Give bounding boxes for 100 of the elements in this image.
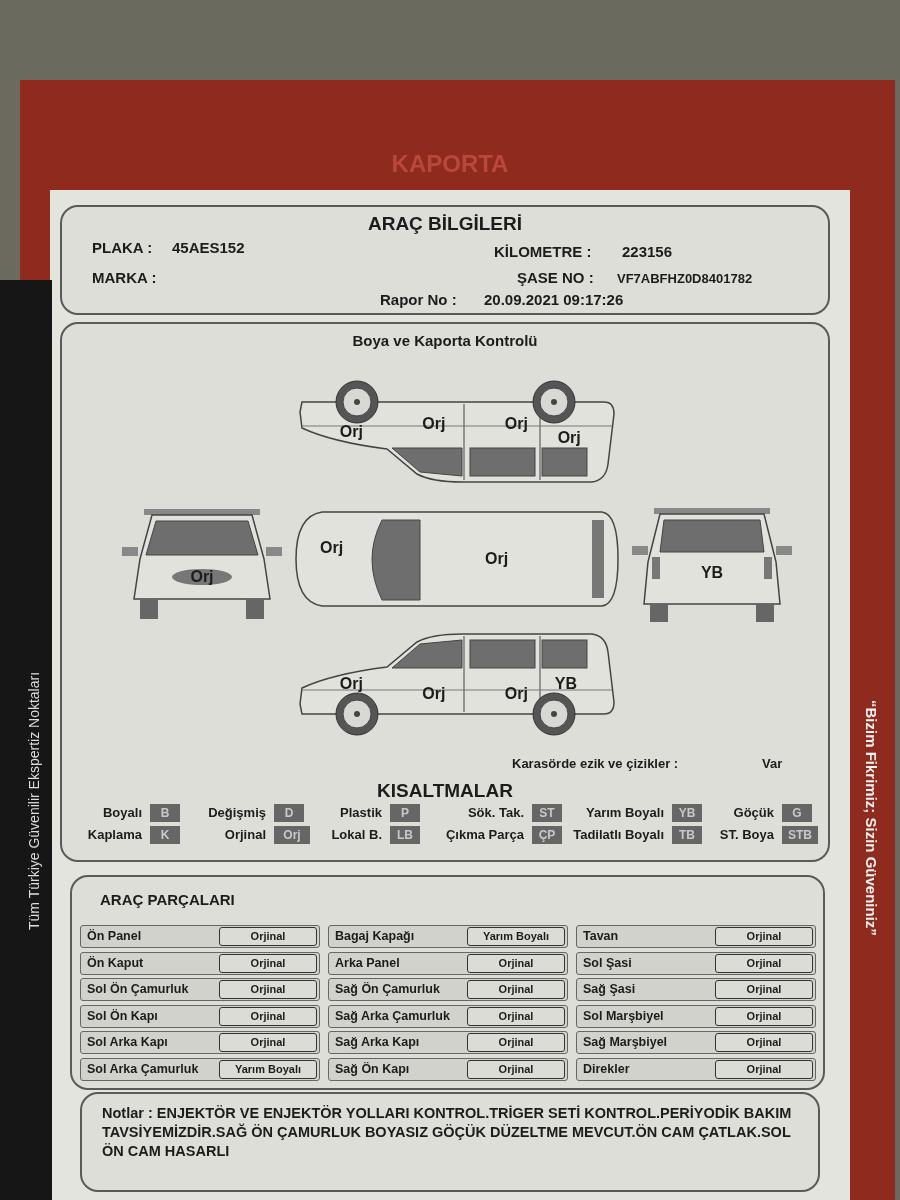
part-row (576, 1057, 816, 1081)
part-row (328, 951, 568, 975)
part-status: Orjinal (715, 1006, 813, 1026)
part-row (80, 1057, 320, 1081)
part-name: Sağ Marşbiyel (583, 1035, 668, 1049)
field-label: MARKA : (92, 269, 157, 286)
part-row (80, 1004, 320, 1028)
status-code: Orj (504, 414, 528, 433)
part-status: Yarım Boyalı (467, 927, 565, 946)
part-status: Orjinal (715, 1033, 813, 1052)
remark-value: Var (762, 756, 783, 771)
part-name: Direkler (583, 1061, 630, 1076)
info-panel (60, 205, 830, 315)
part-status: Orjinal (715, 953, 813, 973)
field-value: 20.09.2021 09:17:26 (484, 291, 624, 308)
part-row (80, 925, 320, 948)
field-value: 45AES152 (172, 239, 245, 256)
part-status: Orjinal (219, 1033, 317, 1052)
status-code: Orj (485, 550, 509, 568)
abbreviation-label: Değişmiş (208, 805, 266, 820)
abbreviation-label: Yarım Boyalı (585, 805, 664, 820)
abbreviation-swatch: TB (672, 826, 702, 844)
abbreviation-label: Kaplama (87, 827, 142, 842)
abbreviation-label: Sök. Tak. (467, 805, 524, 820)
status-code: Orj (190, 567, 214, 586)
part-status: Orjinal (219, 953, 317, 973)
part-status: Yarım Boyalı (219, 1059, 317, 1079)
abbreviation-label: Plastik (340, 805, 382, 820)
abbreviation-swatch: B (150, 804, 180, 822)
part-status: Orjinal (467, 1006, 565, 1026)
status-code: YB (700, 563, 724, 582)
part-name: Tavan (583, 929, 619, 943)
inspection-panel (60, 322, 830, 862)
part-row (80, 1031, 320, 1054)
part-name: Sağ Arka Çamurluk (335, 1008, 450, 1023)
field-value: 223156 (622, 243, 673, 260)
part-row (80, 951, 320, 975)
part-row (328, 1031, 568, 1054)
abbreviation-label: Boyalı (103, 805, 142, 820)
part-name: Sol Ön Kapı (87, 1008, 158, 1023)
part-status: Orjinal (219, 1006, 317, 1026)
abbreviation-label: Göçük (733, 805, 774, 820)
part-row (576, 978, 816, 1001)
status-code: YB (554, 675, 577, 694)
part-name: Sağ Ön Çamurluk (335, 982, 440, 996)
part-row (328, 1057, 568, 1081)
part-status: Orjinal (715, 980, 813, 999)
abbreviation-swatch: ÇP (532, 826, 562, 844)
part-row (328, 1004, 568, 1028)
section-heading: KISALTMALAR (377, 780, 513, 802)
abbreviation-swatch: K (150, 826, 180, 844)
abbreviation-swatch: Orj (274, 826, 310, 844)
abbreviation-label: ST. Boya (719, 827, 774, 842)
status-code: Orj (422, 414, 446, 433)
abbreviation-swatch: D (274, 804, 304, 822)
abbreviation-swatch: G (782, 804, 812, 822)
part-status: Orjinal (219, 927, 317, 946)
part-row (328, 925, 568, 948)
part-name: Sol Ön Çamurluk (87, 982, 189, 996)
panel-heading: ARAÇ PARÇALARI (100, 891, 235, 908)
field-label: ŞASE NO : (517, 269, 594, 286)
part-name: Sol Arka Çamurluk (87, 1061, 199, 1076)
part-status: Orjinal (467, 953, 565, 973)
abbreviation-swatch: P (390, 804, 420, 822)
abbreviation-swatch: LB (390, 826, 420, 844)
part-name: Sağ Şasi (583, 982, 636, 996)
abbreviation-label: Çıkma Parça (445, 827, 524, 842)
abbreviation-swatch: ST (532, 804, 562, 822)
part-status: Orjinal (715, 1059, 813, 1079)
vertical-slogan: Tüm Türkiye Güvenilir Ekspertiz Noktaları (26, 671, 42, 930)
abbreviation-label: Tadilatlı Boyalı (573, 827, 664, 842)
part-row (328, 978, 568, 1001)
part-name: Sol Şasi (583, 955, 632, 970)
field-label: PLAKA : (92, 239, 153, 256)
status-code: Orj (422, 685, 446, 704)
status-code: Orj (557, 428, 581, 447)
abbreviation-swatch: STB (782, 826, 818, 844)
part-name: Sol Arka Kapı (87, 1035, 168, 1049)
part-status: Orjinal (467, 980, 565, 999)
part-row (576, 1004, 816, 1028)
notes-text: Notlar : ENJEKTÖR VE ENJEKTÖR YOLLARI KONTROL.TRİGER SETİ KONTROL.PERİYODİK BAKIM TAVSİYEMİZDİR.SAĞ ÖN ÇAMURLUK BOYASIZ GÖÇÜK DÜZELTME MEVCUT.ÖN CAM ÇATLAK.SOL ÖN CAM HASARLI (102, 1104, 792, 1161)
part-row (576, 951, 816, 975)
field-value: VF7ABFHZ0D8401782 (617, 271, 753, 286)
part-name: Arka Panel (335, 955, 400, 970)
status-code: Orj (339, 422, 363, 441)
part-name: Ön Panel (87, 929, 142, 943)
part-status: Orjinal (715, 927, 813, 946)
part-name: Bagaj Kapağı (335, 929, 415, 943)
field-label: KİLOMETRE : (494, 243, 592, 260)
status-code: Orj (320, 539, 344, 557)
notes-panel (80, 1092, 820, 1192)
status-code: Orj (504, 685, 528, 704)
part-row (576, 1031, 816, 1054)
part-name: Sağ Arka Kapı (335, 1035, 420, 1049)
panel-heading: Boya ve Kaporta Kontrolü (352, 332, 538, 349)
abbreviation-label: Lokal B. (331, 827, 382, 842)
part-row (576, 925, 816, 948)
part-name: Ön Kaput (87, 955, 144, 970)
panel-heading: ARAÇ BİLGİLERİ (367, 213, 523, 235)
part-status: Orjinal (219, 980, 317, 999)
